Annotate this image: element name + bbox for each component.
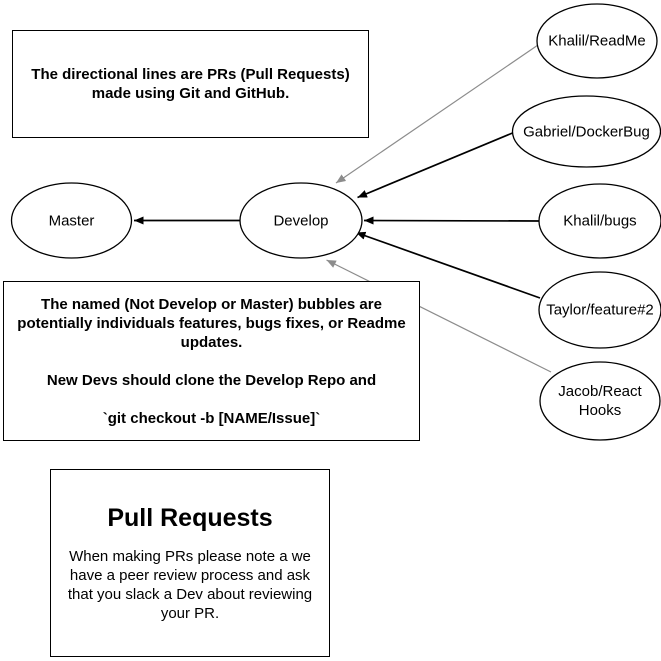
node-ellipse-khalil-bugs: [538, 183, 661, 259]
note-pull-requests-body: When making PRs please note a we have a …: [67, 547, 313, 622]
note-directional-lines: The directional lines are PRs (Pull Requ…: [12, 30, 369, 138]
edge-gabriel-dockerbug-to-develop: [357, 132, 513, 199]
edge-khalil-bugs-to-develop: [363, 216, 540, 225]
node-label-khalil-bugs: Khalil/bugs: [563, 212, 637, 230]
node-label-taylor-feature2: Taylor/feature#2: [546, 301, 654, 319]
edge-jacob-react-hooks-to-develop: [326, 259, 552, 373]
node-ellipse-master: [10, 182, 133, 259]
edge-khalil-readme-to-develop: [335, 44, 539, 184]
note-named-bubbles-paragraph-3: `git checkout -b [NAME/Issue]`: [102, 409, 321, 427]
edge-taylor-feature2-to-develop: [355, 231, 541, 299]
node-label-gabriel-dockerbug: Gabriel/DockerBug: [523, 123, 650, 140]
node-label-jacob-react-hooks: Jacob/React Hooks: [558, 383, 642, 419]
node-label-master: Master: [48, 212, 95, 229]
node-label-khalil-readme: Khalil/ReadMe: [548, 32, 646, 50]
note-named-bubbles: The named (Not Develop or Master) bubble…: [3, 281, 420, 441]
note-pull-requests-title: Pull Requests: [107, 503, 273, 532]
node-label-develop: Develop: [273, 212, 329, 229]
note-directional-lines-text-line1: The directional lines are PRs (Pull Requ…: [31, 66, 350, 83]
note-pull-requests: Pull Requests When making PRs please not…: [50, 469, 330, 657]
node-ellipse-taylor-feature2: [538, 271, 661, 349]
node-ellipse-develop: [239, 182, 363, 259]
note-named-bubbles-paragraph-2: New Devs should clone the Develop Repo a…: [46, 371, 377, 389]
node-ellipse-jacob-react-hooks: [539, 361, 661, 441]
note-named-bubbles-paragraph-1: The named (Not Develop or Master) bubble…: [17, 295, 406, 351]
note-directional-lines-text-line2: made using Git and GitHub.: [91, 85, 290, 102]
node-ellipse-khalil-readme: [536, 3, 658, 79]
